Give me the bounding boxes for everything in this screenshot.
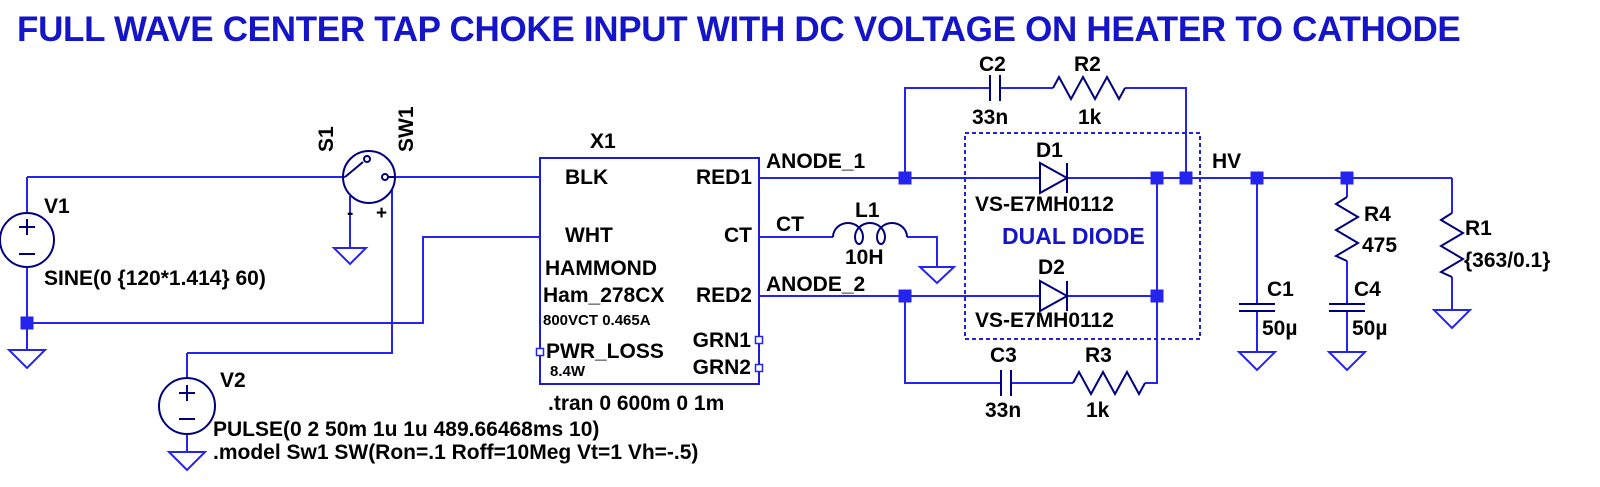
v1-value-label[interactable]: SINE(0 {120*1.414} 60): [44, 267, 266, 290]
r2-value-label[interactable]: 1k: [1078, 106, 1102, 129]
unconnected-pin: [754, 363, 764, 373]
d1-ref-label[interactable]: D1: [1036, 139, 1063, 162]
wire-junction: [1179, 171, 1193, 185]
switch-contact: [363, 155, 371, 163]
x1-pin-grn1-label: GRN1: [692, 329, 751, 352]
r4-ref-label[interactable]: R4: [1364, 203, 1391, 226]
wire-junction: [1340, 171, 1354, 185]
v1-source-symbol[interactable]: [0, 212, 55, 268]
d2-ref-label[interactable]: D2: [1038, 256, 1065, 279]
ground-symbol[interactable]: [166, 451, 208, 472]
x1-mfr-label[interactable]: HAMMOND: [545, 257, 657, 280]
c2-value-label[interactable]: 33n: [972, 106, 1009, 129]
wire-junction: [20, 316, 34, 330]
plus-mark: [179, 385, 195, 401]
v2-ref-label[interactable]: V2: [220, 369, 246, 392]
switch-minus-label: -: [347, 203, 354, 224]
ground-symbol[interactable]: [331, 247, 369, 266]
c4-ref-label[interactable]: C4: [1354, 278, 1381, 301]
wire[interactable]: [904, 87, 990, 178]
r1-ref-label[interactable]: R1: [1465, 217, 1492, 240]
v2-value-label[interactable]: PULSE(0 2 50m 1u 1u 489.66468ms 10): [213, 418, 600, 441]
unconnected-pin: [754, 335, 764, 345]
r3-resistor-symbol[interactable]: [1072, 369, 1146, 397]
x1-pwr-loss-label[interactable]: PWR_LOSS: [546, 340, 664, 363]
wire[interactable]: [1125, 87, 1187, 178]
switch-plus-label: +: [376, 203, 388, 224]
v1-ref-label[interactable]: V1: [44, 195, 70, 218]
net-ct-label[interactable]: CT: [776, 213, 804, 236]
wire[interactable]: [1145, 296, 1158, 384]
wire-junctions: [20, 171, 1354, 330]
r3-value-label[interactable]: 1k: [1086, 399, 1110, 422]
wire[interactable]: [904, 296, 1001, 384]
c2-capacitor-symbol[interactable]: [989, 75, 1001, 101]
c4-capacitor-symbol[interactable]: [1329, 303, 1365, 312]
unconnected-pin: [535, 347, 545, 357]
c1-capacitor-symbol[interactable]: [1239, 303, 1275, 312]
x1-pin-ct-label: CT: [724, 224, 752, 247]
v2-source-symbol[interactable]: [158, 377, 216, 435]
d2-diode-symbol[interactable]: [1039, 279, 1070, 313]
wire-junction: [898, 171, 912, 185]
switch-lever: [344, 161, 364, 178]
wire[interactable]: [907, 236, 938, 267]
l1-inductor-symbol[interactable]: [832, 222, 908, 245]
wire[interactable]: [187, 190, 393, 354]
wire[interactable]: [27, 236, 540, 324]
x1-pwr-value-label[interactable]: 8.4W: [550, 363, 586, 380]
x1-pin-red2-label: RED2: [695, 284, 752, 307]
tran-directive-label[interactable]: .tran 0 600m 0 1m: [548, 392, 725, 415]
c4-value-label[interactable]: 50µ: [1352, 317, 1388, 340]
c3-value-label[interactable]: 33n: [985, 399, 1022, 422]
c3-ref-label[interactable]: C3: [990, 344, 1017, 367]
r3-ref-label[interactable]: R3: [1085, 344, 1112, 367]
d1-diode-symbol[interactable]: [1039, 161, 1070, 195]
dual-diode-dashed-box[interactable]: [964, 132, 1201, 340]
model-directive-label[interactable]: .model Sw1 SW(Ron=.1 Roff=10Meg Vt=1 Vh=…: [213, 441, 699, 464]
c1-value-label[interactable]: 50µ: [1262, 317, 1298, 340]
r4-value-label[interactable]: 475: [1362, 234, 1398, 257]
wire-junction: [1150, 289, 1164, 303]
ground-symbol[interactable]: [1236, 351, 1278, 372]
x1-rating-label[interactable]: 800VCT 0.465A: [543, 312, 651, 329]
dual-diode-label[interactable]: DUAL DIODE: [1002, 223, 1145, 249]
wire-junction: [1150, 171, 1164, 185]
x1-pin-wht-label: WHT: [565, 224, 613, 247]
x1-pin-grn2-label: GRN2: [692, 356, 751, 379]
s1-ref-label[interactable]: S1: [315, 126, 338, 152]
sw1-switch-symbol[interactable]: [342, 150, 396, 204]
sw1-model-label[interactable]: SW1: [395, 106, 418, 152]
wire-junction: [898, 289, 912, 303]
x1-pin-blk-label: BLK: [565, 166, 609, 189]
ground-symbol[interactable]: [1431, 309, 1473, 330]
d1-value-label[interactable]: VS-E7MH0112: [975, 193, 1114, 216]
d2-value-label[interactable]: VS-E7MH0112: [975, 309, 1114, 332]
schematic-title[interactable]: FULL WAVE CENTER TAP CHOKE INPUT WITH DC…: [17, 10, 1461, 49]
x1-transformer-body[interactable]: [539, 157, 760, 385]
net-hv-label[interactable]: HV: [1212, 150, 1242, 173]
x1-part-label[interactable]: Ham_278CX: [543, 284, 665, 307]
r2-resistor-symbol[interactable]: [1052, 74, 1126, 102]
l1-ref-label[interactable]: L1: [855, 199, 880, 222]
ground-symbol[interactable]: [1326, 351, 1368, 372]
c1-ref-label[interactable]: C1: [1267, 278, 1294, 301]
net-anode1-label[interactable]: ANODE_1: [766, 150, 866, 173]
r4-resistor-symbol[interactable]: [1333, 196, 1360, 262]
r1-value-label[interactable]: {363/0.1}: [1464, 249, 1551, 272]
net-anode2-label[interactable]: ANODE_2: [766, 273, 866, 296]
r1-resistor-symbol[interactable]: [1438, 212, 1465, 278]
ground-symbol[interactable]: [6, 349, 48, 370]
switch-contact: [381, 173, 389, 181]
ground-symbol[interactable]: [917, 266, 957, 285]
c3-capacitor-symbol[interactable]: [1000, 370, 1012, 396]
wire-junction: [1250, 171, 1264, 185]
x1-ref-label[interactable]: X1: [590, 130, 616, 153]
l1-value-label[interactable]: 10H: [845, 246, 884, 269]
x1-pin-red1-label: RED1: [695, 166, 752, 189]
c2-ref-label[interactable]: C2: [979, 53, 1006, 76]
r2-ref-label[interactable]: R2: [1074, 53, 1101, 76]
plus-mark: [19, 219, 35, 235]
